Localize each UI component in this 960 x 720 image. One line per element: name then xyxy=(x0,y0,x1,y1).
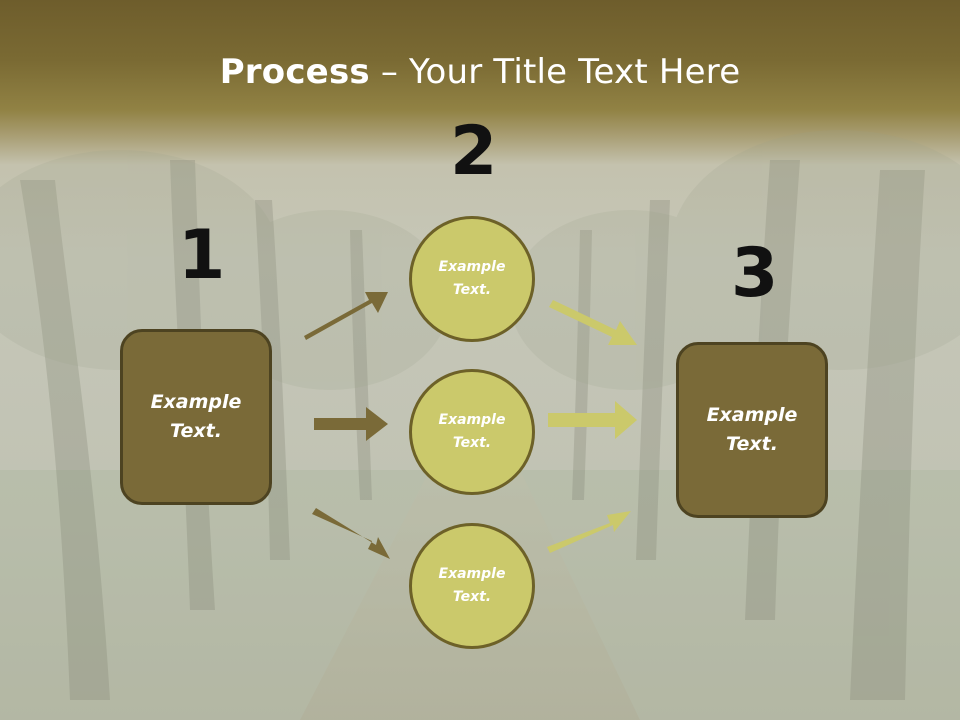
arrow-left-to-bottom xyxy=(312,508,390,559)
process-step-2-circle-bottom: Example Text. xyxy=(409,523,535,649)
process-step-3-box: Example Text. xyxy=(676,342,828,518)
title-rest-part: – Your Title Text Here xyxy=(369,52,741,92)
process-step-2-circle-middle: Example Text. xyxy=(409,369,535,495)
step-number-2: 2 xyxy=(450,112,498,191)
slide-title: Process – Your Title Text Here xyxy=(0,52,960,92)
process-step-2-circle-top: Example Text. xyxy=(409,216,535,342)
arrow-left-to-middle xyxy=(314,407,388,441)
arrow-top-to-right xyxy=(549,300,637,345)
step-number-3: 3 xyxy=(731,234,779,313)
arrow-bottom-to-right xyxy=(547,511,631,553)
step-number-1: 1 xyxy=(178,216,226,295)
title-bold-part: Process xyxy=(219,52,370,92)
arrow-middle-to-right xyxy=(548,401,637,439)
arrow-left-to-top xyxy=(304,292,388,340)
process-step-1-box: Example Text. xyxy=(120,329,272,505)
